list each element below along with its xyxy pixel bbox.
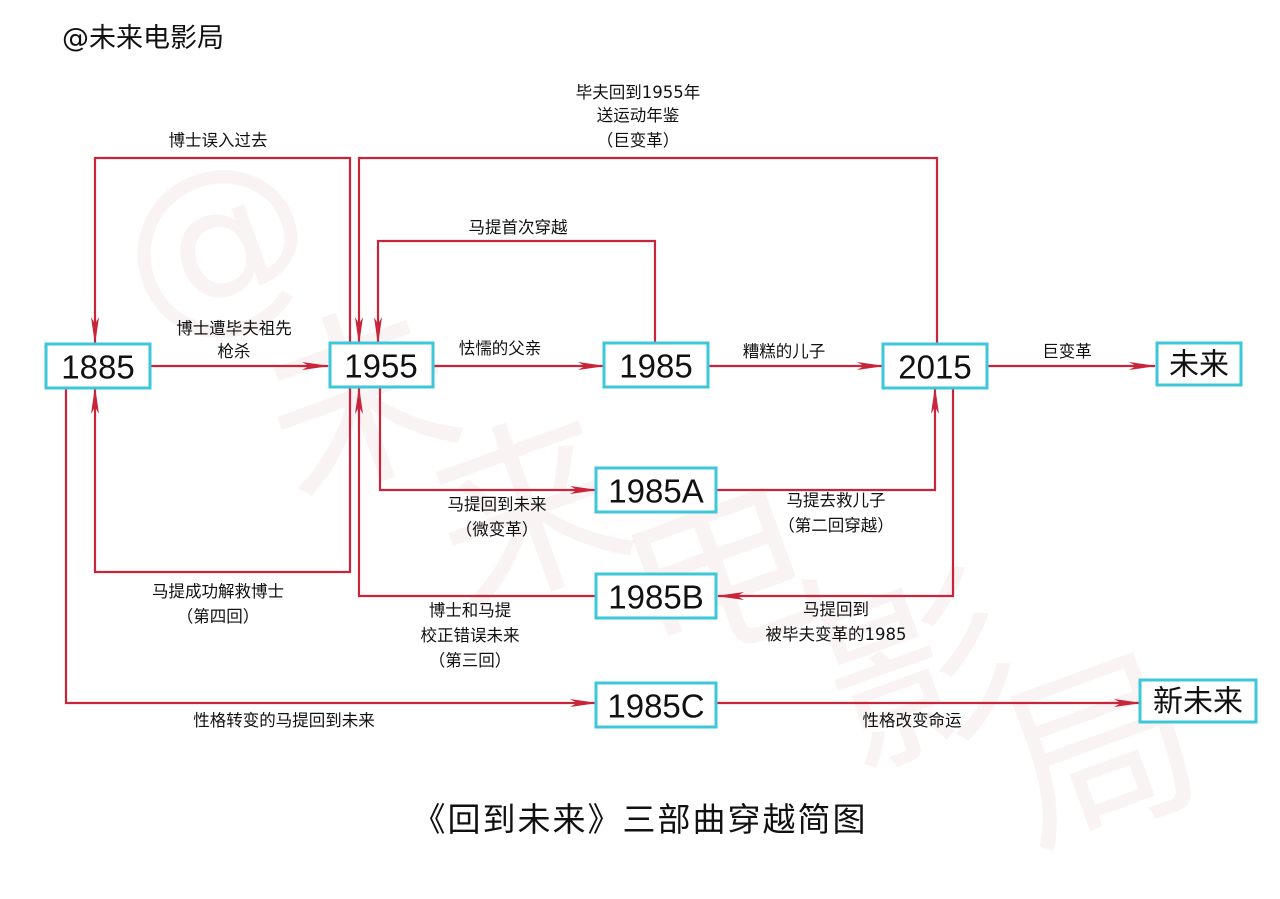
node-new-future: 新未来 xyxy=(1138,678,1258,724)
edge-label-1885-1955-line1: 博士遭毕夫祖先 xyxy=(176,319,292,338)
node-future-box xyxy=(1155,341,1243,387)
diagram-title: 《回到未来》三部曲穿越简图 xyxy=(412,800,868,839)
node-1985c-box xyxy=(594,681,718,729)
node-1985a-label: 1985A xyxy=(608,473,703,510)
edge-1955-to-1985a xyxy=(378,388,598,494)
node-1985-box xyxy=(602,341,710,389)
node-1985b-label: 1985B xyxy=(608,579,703,616)
edge-label-1885-1985c: 性格转变的马提回到未来 xyxy=(193,711,375,730)
node-1955-box xyxy=(328,341,435,389)
edge-label-1985b-1955-line2: 校正错误未来 xyxy=(421,626,520,645)
edge-label-1985-1955: 马提首次穿越 xyxy=(469,218,568,237)
edge-label-2015-1955-line1: 毕夫回到1955年 xyxy=(576,83,701,102)
watermark-label: @未来电影局 xyxy=(62,23,224,54)
edge-1985-to-1955 xyxy=(374,239,657,345)
node-1955-label: 1955 xyxy=(344,348,417,385)
edge-label-1985b-1955-line3: （第三回） xyxy=(429,651,512,670)
node-1985c-label: 1985C xyxy=(607,688,704,725)
edge-1885-to-1985c xyxy=(64,388,598,707)
timeline-diagram: 博士遭毕夫祖先 枪杀 怯懦的父亲 糟糕的儿子 巨变革 博士误入过去 毕夫回到19… xyxy=(44,83,1258,730)
node-1955: 1955 xyxy=(328,341,435,389)
edge-label-2015-future: 巨变革 xyxy=(1042,342,1092,361)
edge-label-1955-1985: 怯懦的父亲 xyxy=(459,339,542,358)
node-2015-label: 2015 xyxy=(898,349,971,386)
edge-label-2015-1955-line2: 送运动年鉴 xyxy=(597,106,680,125)
edge-1985b-to-1955 xyxy=(355,386,596,598)
edge-label-2015-1955-line3: （巨变革） xyxy=(597,131,680,150)
node-new-future-label: 新未来 xyxy=(1153,685,1243,720)
edge-label-1885-1955-line2: 枪杀 xyxy=(218,342,251,361)
edge-2015-to-1985b xyxy=(716,388,955,600)
edge-1955-to-1885-rescue xyxy=(91,386,352,574)
node-1985b: 1985B xyxy=(594,572,718,620)
edge-1955-to-1885 xyxy=(91,156,352,345)
edge-label-1985c-newfuture: 性格改变命运 xyxy=(863,711,962,730)
edge-label-1955-1985a-line2: （微变革） xyxy=(456,520,539,539)
node-1985: 1985 xyxy=(602,341,710,389)
node-new-future-box xyxy=(1138,678,1258,724)
node-1985c: 1985C xyxy=(594,681,718,729)
edge-label-1985a-2015-line1: 马提去救儿子 xyxy=(787,491,886,510)
edge-label-1955-1985a-line1: 马提回到未来 xyxy=(448,495,547,514)
edge-2015-to-1955 xyxy=(355,156,939,345)
edge-1985a-to-2015 xyxy=(716,386,939,492)
node-1985a: 1985A xyxy=(594,466,718,514)
node-1985-label: 1985 xyxy=(619,348,692,385)
node-2015: 2015 xyxy=(881,342,989,390)
node-2015-box xyxy=(881,342,989,390)
node-1885: 1885 xyxy=(44,342,152,390)
edge-label-2015-1985b-line2: 被毕夫变革的1985 xyxy=(766,625,907,644)
edge-label-1985b-1955-line1: 博士和马提 xyxy=(429,601,512,620)
edge-label-1955-1885-rescue-line1: 马提成功解救博士 xyxy=(152,582,284,601)
edge-label-2015-1985b-line1: 马提回到 xyxy=(803,600,869,619)
node-1985b-box xyxy=(594,572,718,620)
node-1885-label: 1885 xyxy=(61,349,134,386)
node-1885-box xyxy=(44,342,152,390)
node-future-label: 未来 xyxy=(1169,348,1229,383)
edge-label-1955-1885-rescue-line2: （第四回） xyxy=(177,607,260,626)
edge-label-1955-1885: 博士误入过去 xyxy=(169,131,268,150)
edge-label-1985a-2015-line2: （第二回穿越） xyxy=(778,516,894,535)
node-future: 未来 xyxy=(1155,341,1243,387)
node-1985a-box xyxy=(594,466,718,514)
edge-label-1985-2015: 糟糕的儿子 xyxy=(743,342,826,361)
